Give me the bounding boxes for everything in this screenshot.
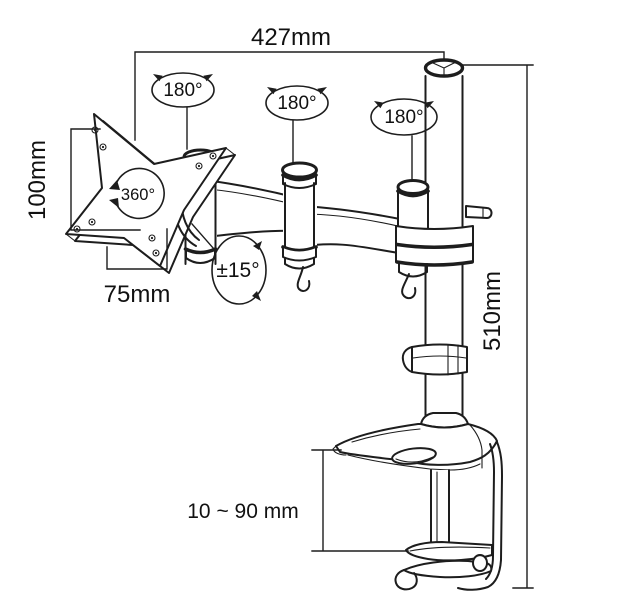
- clamp-lower-jaw: [405, 541, 493, 562]
- rotation-label-joint3: 180°: [384, 107, 423, 128]
- dimension-vesa-width: 75mm: [104, 228, 171, 308]
- dimension-vesa-height: 100mm: [24, 128, 141, 231]
- dim-label-arm-reach: 427mm: [251, 24, 331, 51]
- dimension-pole-height: 510mm: [462, 64, 534, 589]
- desk-clamp-base: [332, 412, 503, 591]
- dimension-arm-reach: 427mm: [134, 24, 445, 141]
- arm-joint-2: [281, 161, 318, 292]
- cable-hook-joint3: [401, 273, 417, 300]
- rotation-label-plate: 360°: [121, 186, 155, 204]
- clamp-lever: [403, 559, 493, 579]
- rotation-annotation-joint3: 180°: [370, 98, 438, 181]
- rotation-annotation-plate-360: 360°: [109, 167, 165, 220]
- dim-label-pole-height: 510mm: [479, 271, 506, 351]
- dim-label-clamp-range: 10 ~ 90 mm: [187, 500, 298, 523]
- dimension-clamp-range: 10 ~ 90 mm: [187, 449, 409, 552]
- tension-screw: [465, 205, 493, 219]
- rotation-label-joint1: 180°: [163, 80, 202, 101]
- joint2-cap: [281, 161, 318, 179]
- cable-clip: [401, 343, 468, 376]
- tilt-label: ±15°: [216, 259, 259, 282]
- dim-label-vesa-height: 100mm: [24, 140, 51, 220]
- cable-hook-joint2: [296, 266, 311, 292]
- rotation-label-joint2: 180°: [277, 93, 316, 114]
- dim-label-vesa-width: 75mm: [104, 281, 171, 308]
- vesa-plate: [65, 113, 236, 274]
- collar-band-upper: [395, 225, 474, 248]
- rotation-annotation-joint1: 180°: [151, 72, 215, 150]
- joint3-cap: [396, 179, 430, 195]
- tilt-annotation: ±15°: [191, 223, 267, 305]
- pole-collar-joint: [395, 179, 493, 300]
- rotation-annotation-joint2: 180°: [265, 85, 329, 164]
